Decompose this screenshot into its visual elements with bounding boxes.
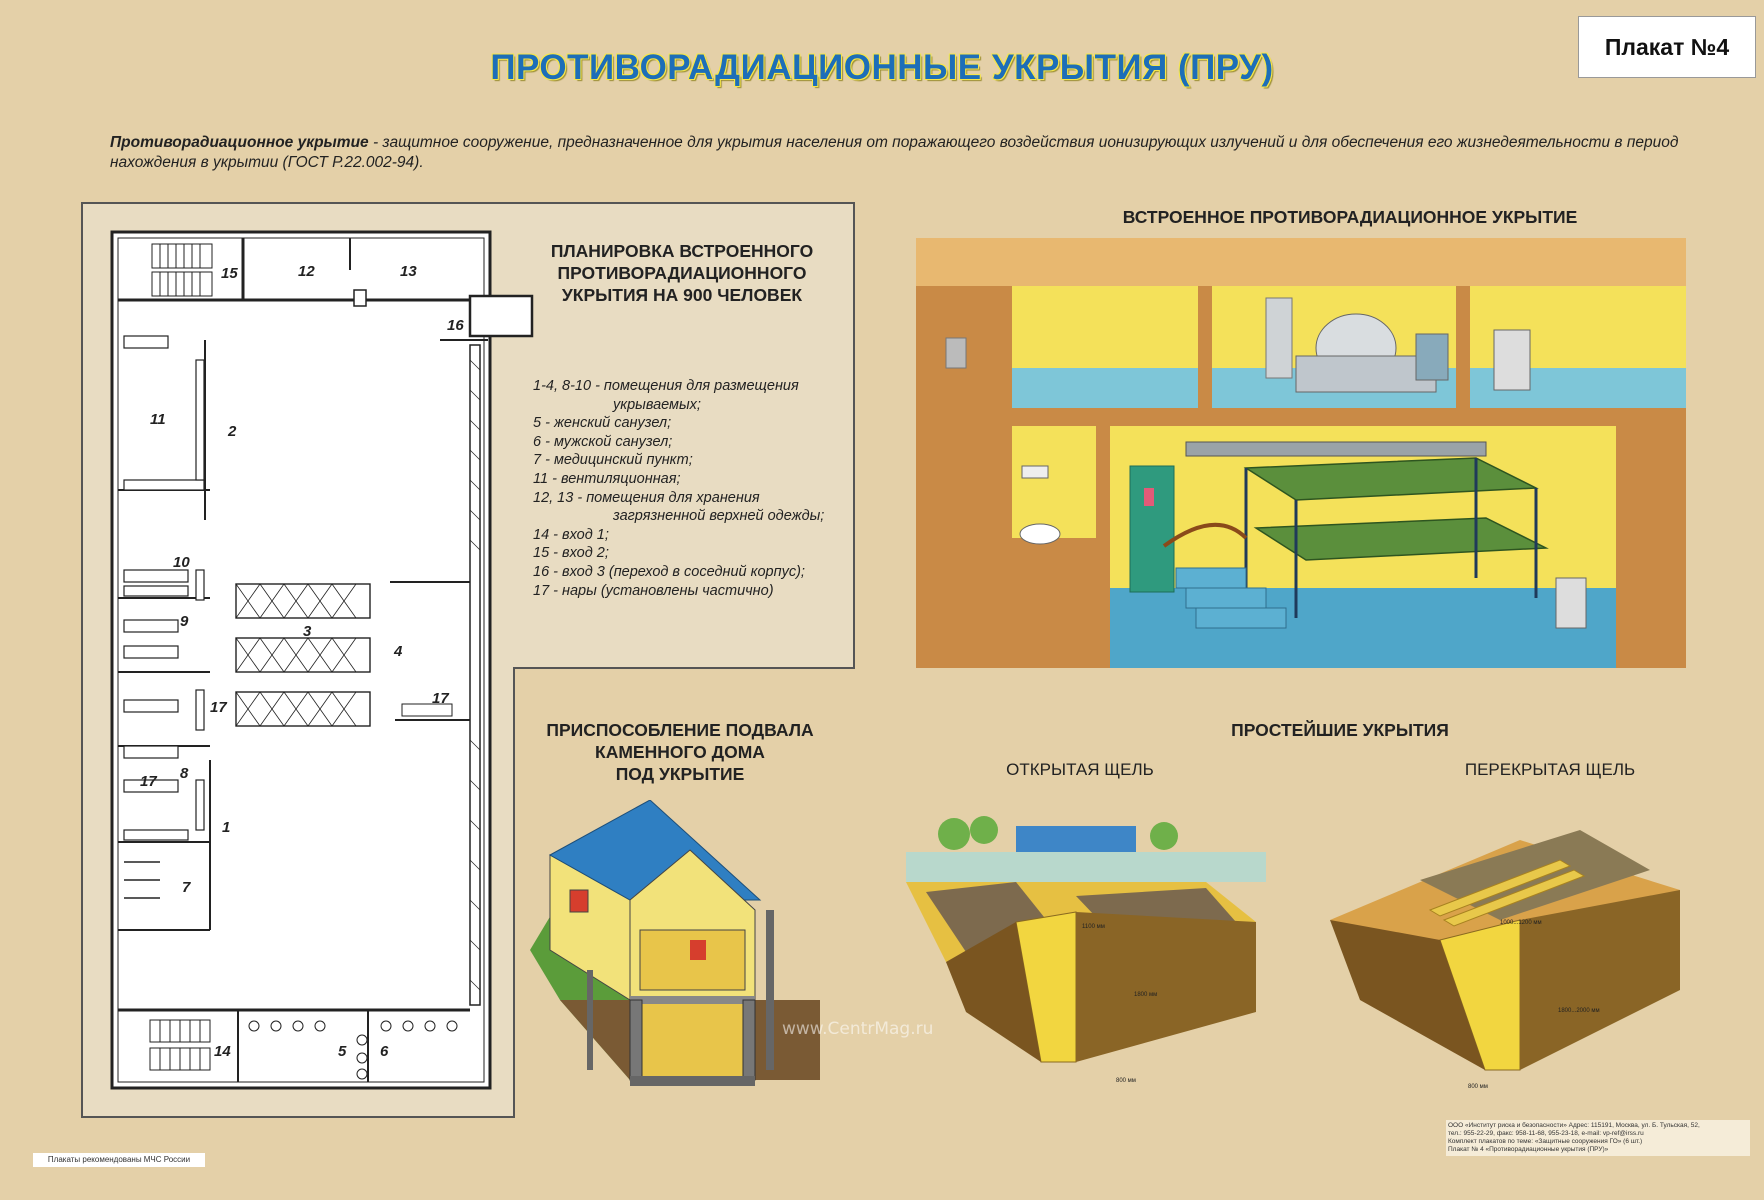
plan-title-line: ПРОТИВОРАДИАЦИОННОГО (557, 263, 807, 283)
plan-label-6: 6 (380, 1043, 389, 1060)
legend-item: 15 - вход 2; (533, 545, 609, 562)
plan-label-17-left: 17 (140, 773, 157, 790)
plan-label-10: 10 (173, 554, 190, 571)
footer-line: Комплект плакатов по теме: «Защитные соо… (1448, 1138, 1643, 1145)
plan-title-line: ПЛАНИРОВКА ВСТРОЕННОГО (550, 241, 814, 261)
legend-item: 7 - медицинский пункт; (533, 452, 693, 469)
definition-term: Противорадиационное укрытие (110, 134, 369, 151)
floor-plan-drawing: 15 12 13 16 11 2 10 9 3 4 17 17 8 17 1 7… (110, 230, 534, 1090)
footer-recommendation: Плакаты рекомендованы МЧС России (33, 1153, 205, 1167)
plan-title-line: УКРЫТИЯ НА 900 ЧЕЛОВЕК (561, 285, 803, 305)
plan-label-13: 13 (400, 263, 417, 280)
open-trench-top-dim: 1100 мм (1082, 924, 1105, 930)
plan-label-15: 15 (221, 265, 238, 282)
definition-text: Противорадиационное укрытие - защитное с… (110, 133, 1700, 173)
plan-label-2: 2 (227, 423, 237, 440)
legend-item: укрываемых; (613, 396, 701, 413)
open-trench-bottom-dim: 800 мм (1116, 1078, 1136, 1084)
plan-label-7: 7 (182, 879, 191, 896)
plan-label-17-right: 17 (432, 690, 449, 707)
plan-label-4: 4 (393, 643, 403, 660)
open-trench-illustration: 1100 мм 1800 мм 800 мм (906, 816, 1266, 1084)
builtin-shelter-heading: ВСТРОЕННОЕ ПРОТИВОРАДИАЦИОННОЕ УКРЫТИЕ (1122, 207, 1578, 227)
covered-trench-bottom-dim: 800 мм (1468, 1084, 1488, 1090)
legend-item: 14 - вход 1; (533, 526, 609, 543)
legend-item: 5 - женский санузел; (533, 415, 672, 432)
plan-title: ПЛАНИРОВКА ВСТРОЕННОГО ПРОТИВОРАДИАЦИОНН… (512, 240, 852, 306)
plan-legend: 1-4, 8-10 - помещения для размещения укр… (533, 377, 853, 600)
basement-house-illustration (530, 800, 820, 1086)
plan-label-16: 16 (447, 317, 464, 334)
covered-trench-label: ПЕРЕКРЫТАЯ ЩЕЛЬ (1464, 760, 1636, 779)
legend-item: 12, 13 - помещения для хранения (533, 489, 760, 506)
poster-title: ПРОТИВОРАДИАЦИОННЫЕ УКРЫТИЯ (ПРУ) (490, 48, 1274, 87)
footer-line: Плакат № 4 «Противорадиационные укрытия … (1448, 1146, 1609, 1153)
plan-label-12: 12 (298, 263, 315, 280)
builtin-shelter-illustration (916, 238, 1686, 668)
plan-label-17-mid: 17 (210, 699, 227, 716)
plan-label-3: 3 (303, 623, 312, 640)
legend-item: 6 - мужской санузел; (533, 433, 673, 450)
basement-heading-line: КАМЕННОГО ДОМА (595, 742, 765, 762)
covered-trench-depth-dim: 1800...2000 мм (1558, 1008, 1600, 1014)
covered-trench-illustration: 1000...1200 мм 1800...2000 мм 800 мм (1330, 830, 1680, 1090)
legend-item: загрязненной верхней одежды; (613, 508, 825, 525)
legend-item: 16 - вход 3 (переход в соседний корпус); (533, 563, 805, 580)
simple-shelters-heading: ПРОСТЕЙШИЕ УКРЫТИЯ (1231, 720, 1449, 740)
footer-line: ООО «Институт риска и безопасности» Адре… (1448, 1122, 1700, 1129)
plan-label-5: 5 (338, 1043, 347, 1060)
plan-label-9: 9 (180, 613, 189, 630)
poster-number-label: Плакат №4 (1578, 16, 1756, 78)
definition-body: - защитное сооружение, предназначенное д… (110, 134, 1679, 171)
footer-publisher-info: ООО «Институт риска и безопасности» Адре… (1446, 1120, 1750, 1156)
basement-heading-line: ПОД УКРЫТИЕ (615, 764, 745, 784)
plan-label-11: 11 (150, 411, 166, 428)
legend-item: 11 - вентиляционная; (533, 470, 681, 487)
plan-label-14: 14 (214, 1043, 231, 1060)
footer-line: тел.: 955-22-29, факс: 958-11-68, 955-23… (1448, 1130, 1644, 1137)
plan-label-8: 8 (180, 765, 189, 782)
open-trench-depth-dim: 1800 мм (1134, 992, 1157, 998)
basement-heading: ПРИСПОСОБЛЕНИЕ ПОДВАЛА КАМЕННОГО ДОМА ПО… (530, 719, 830, 785)
legend-item: 1-4, 8-10 - помещения для размещения (533, 378, 799, 394)
open-trench-label: ОТКРЫТАЯ ЩЕЛЬ (1006, 760, 1154, 779)
covered-trench-top-dim: 1000...1200 мм (1500, 920, 1542, 926)
watermark: www.CentrMag.ru (782, 1019, 934, 1039)
plan-label-1: 1 (222, 819, 230, 836)
basement-heading-line: ПРИСПОСОБЛЕНИЕ ПОДВАЛА (546, 720, 814, 740)
legend-item: 17 - нары (установлены частично) (533, 582, 774, 599)
